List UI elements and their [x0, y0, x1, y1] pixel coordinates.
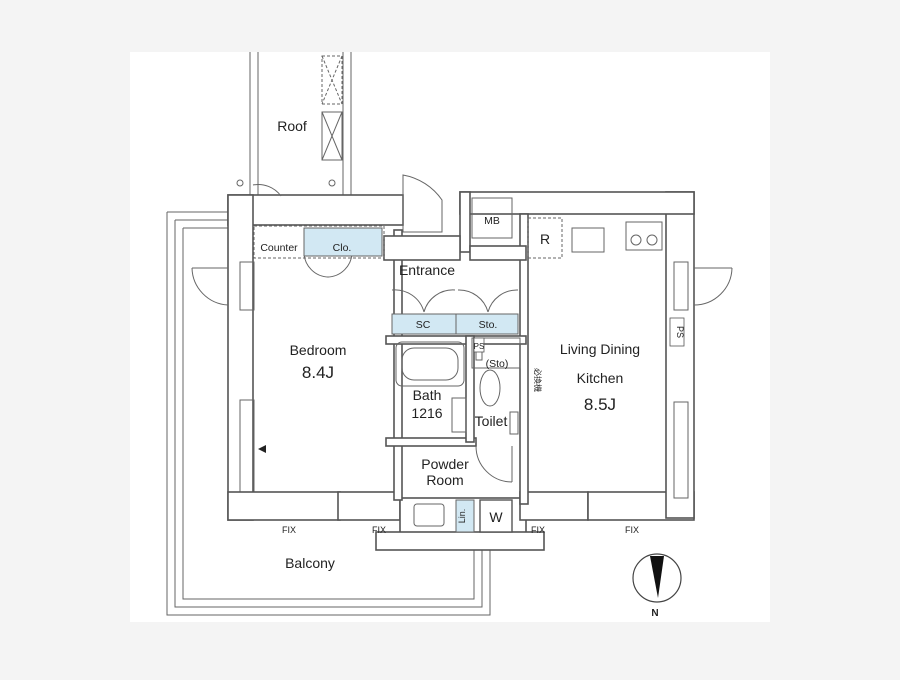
roof-label: Roof	[277, 118, 307, 134]
powder-label-line1: Powder	[421, 456, 469, 472]
sink	[571, 227, 605, 253]
closet-storage	[303, 227, 383, 257]
bedroom-label: Bedroom	[290, 342, 347, 358]
bath-size: 1216	[411, 405, 442, 421]
ps-box	[473, 337, 485, 353]
closet-label: Clo.	[333, 242, 352, 254]
ps-right-label: PS	[675, 326, 685, 338]
compass-icon: N	[632, 553, 682, 619]
meter-box	[471, 197, 513, 239]
doors	[191, 174, 733, 483]
compass-north-label: N	[651, 608, 658, 619]
walls	[227, 191, 695, 551]
linen-label: Lin.	[457, 509, 467, 524]
marker-arrow	[258, 445, 266, 453]
vanity-sink	[413, 503, 445, 527]
refrigerator-space	[527, 217, 563, 259]
entrance-label: Entrance	[399, 262, 455, 278]
ps-label: PS	[474, 342, 485, 351]
kitchen-label: Kitchen	[577, 370, 624, 386]
storage-small-label: (Sto)	[486, 358, 509, 370]
shoe-closet-label: SC	[416, 319, 431, 331]
linen-closet	[455, 499, 475, 533]
fix-label-1: FIX	[282, 525, 296, 535]
living-size: 8.5J	[584, 395, 616, 414]
fix-label-4: FIX	[625, 525, 639, 535]
washer-space	[479, 499, 513, 533]
fix-label-2: FIX	[372, 525, 386, 535]
toilet-bowl	[479, 369, 501, 407]
fix-label-3: FIX	[531, 525, 545, 535]
bathtub	[395, 341, 465, 387]
room-labels: Roof Bedroom 8.4J Living Dining Kitchen …	[277, 118, 640, 571]
entrance-storage	[391, 313, 519, 335]
balcony-label: Balcony	[285, 555, 335, 571]
vertical-note: 必換機	[533, 368, 543, 392]
roof-area	[236, 52, 352, 195]
fixture-labels: Counter Clo. SC Sto. MB R PS (Sto) Lin. …	[260, 215, 685, 535]
washer-label: W	[489, 509, 503, 525]
mb-label: MB	[484, 215, 500, 227]
toilet-label: Toilet	[475, 413, 508, 429]
powder-label-line2: Room	[426, 472, 463, 488]
bath-label: Bath	[413, 387, 442, 403]
storage-label: Sto.	[479, 319, 498, 331]
refrigerator-label: R	[540, 231, 550, 247]
cooktop	[625, 221, 663, 251]
balcony-area	[166, 211, 491, 616]
fixtures	[253, 197, 685, 533]
living-label: Living Dining	[560, 341, 640, 357]
bedroom-size: 8.4J	[302, 363, 334, 382]
counter-label: Counter	[260, 242, 298, 254]
